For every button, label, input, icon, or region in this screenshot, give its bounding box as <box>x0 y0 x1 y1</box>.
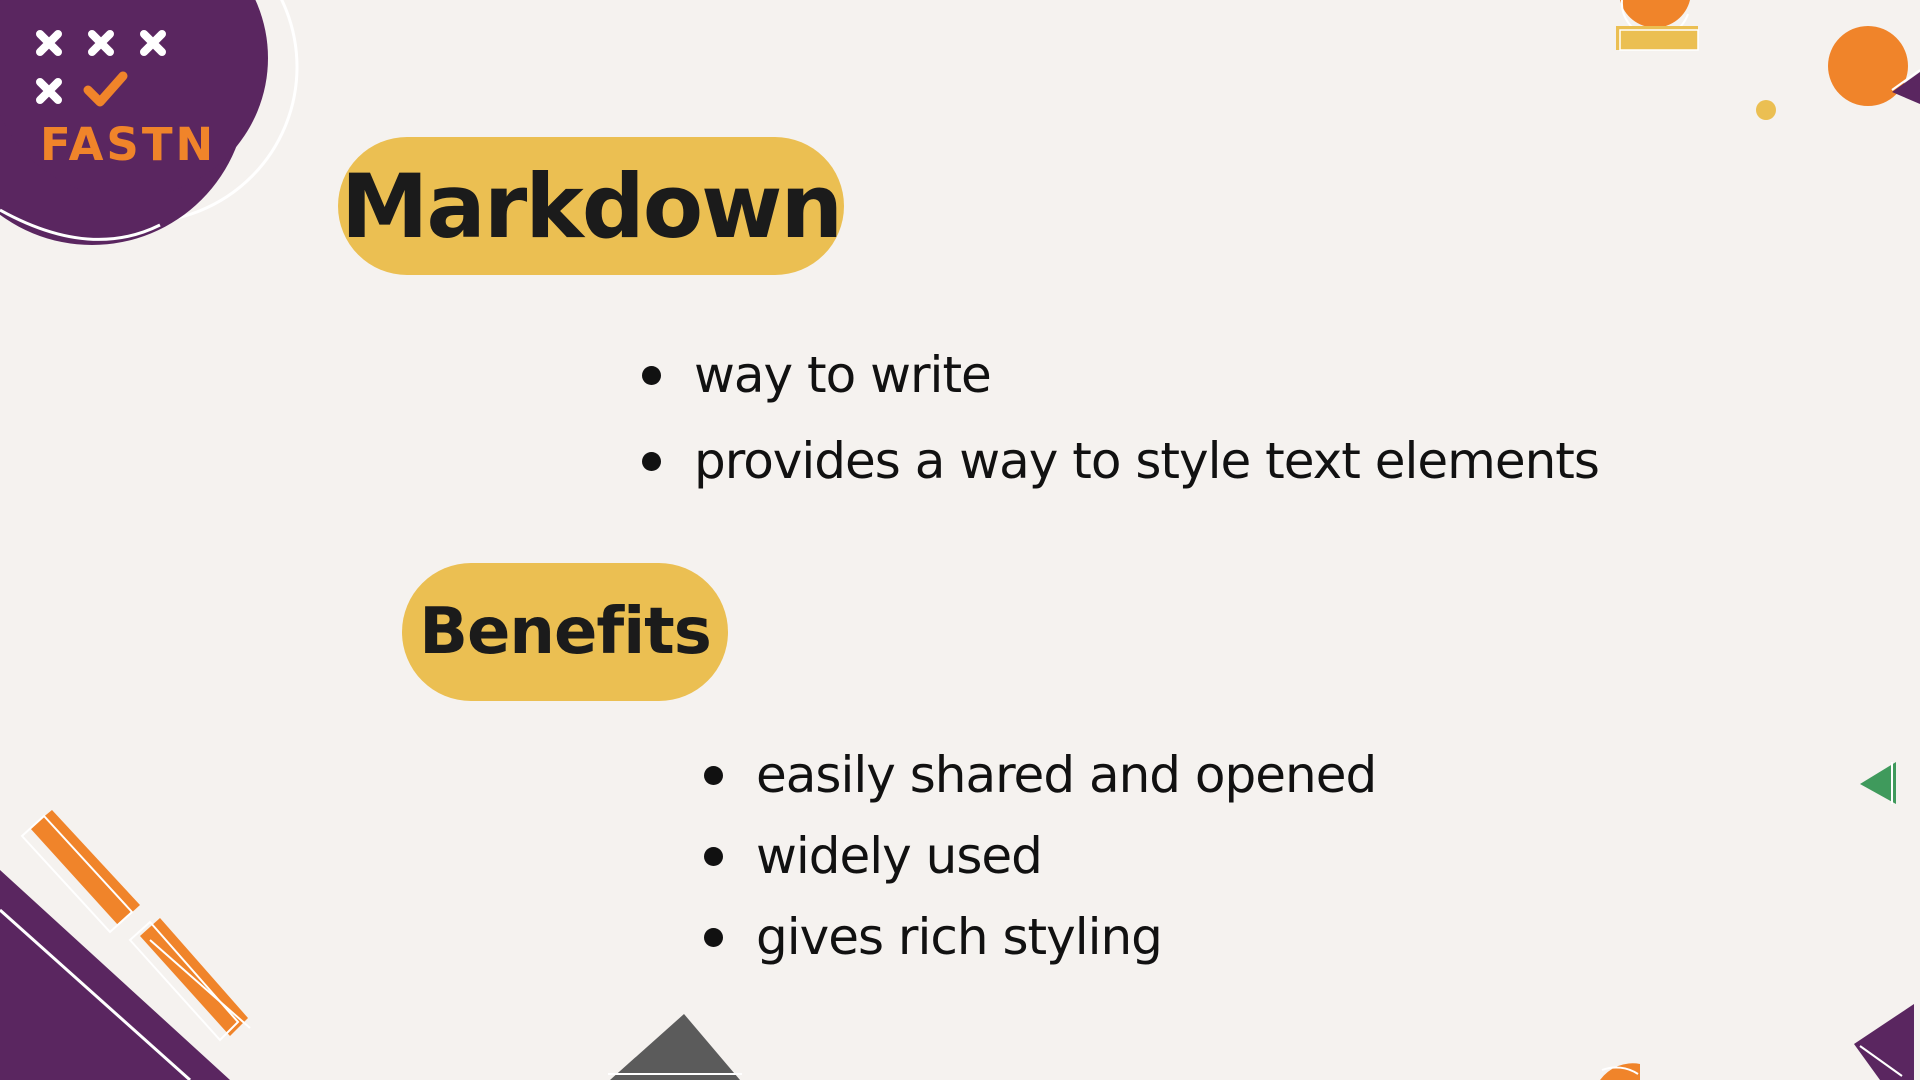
logo-wordmark: FASTN <box>40 118 217 171</box>
list-item: easily shared and opened <box>702 740 1377 821</box>
logo-background-shape <box>0 0 299 245</box>
list-item: widely used <box>702 821 1376 902</box>
gray-triangle-shape <box>608 1014 742 1080</box>
bottom-left-decorations <box>0 810 251 1080</box>
green-triangle-shape <box>1860 762 1896 804</box>
benefits-heading: Benefits <box>402 563 728 701</box>
markdown-bullet-list: way to write provides a way to style tex… <box>640 340 1600 512</box>
list-item: provides a way to style text elements <box>640 426 1600 512</box>
markdown-heading: Markdown <box>338 137 844 275</box>
bottom-right-decorations <box>1600 1004 1914 1080</box>
benefits-bullet-list: easily shared and opened widely used giv… <box>702 740 1377 983</box>
cross-check-grid-icon <box>36 30 166 107</box>
list-item: way to write <box>640 340 1599 426</box>
list-item: gives rich styling <box>702 902 1376 983</box>
top-right-decorations <box>1616 0 1920 120</box>
